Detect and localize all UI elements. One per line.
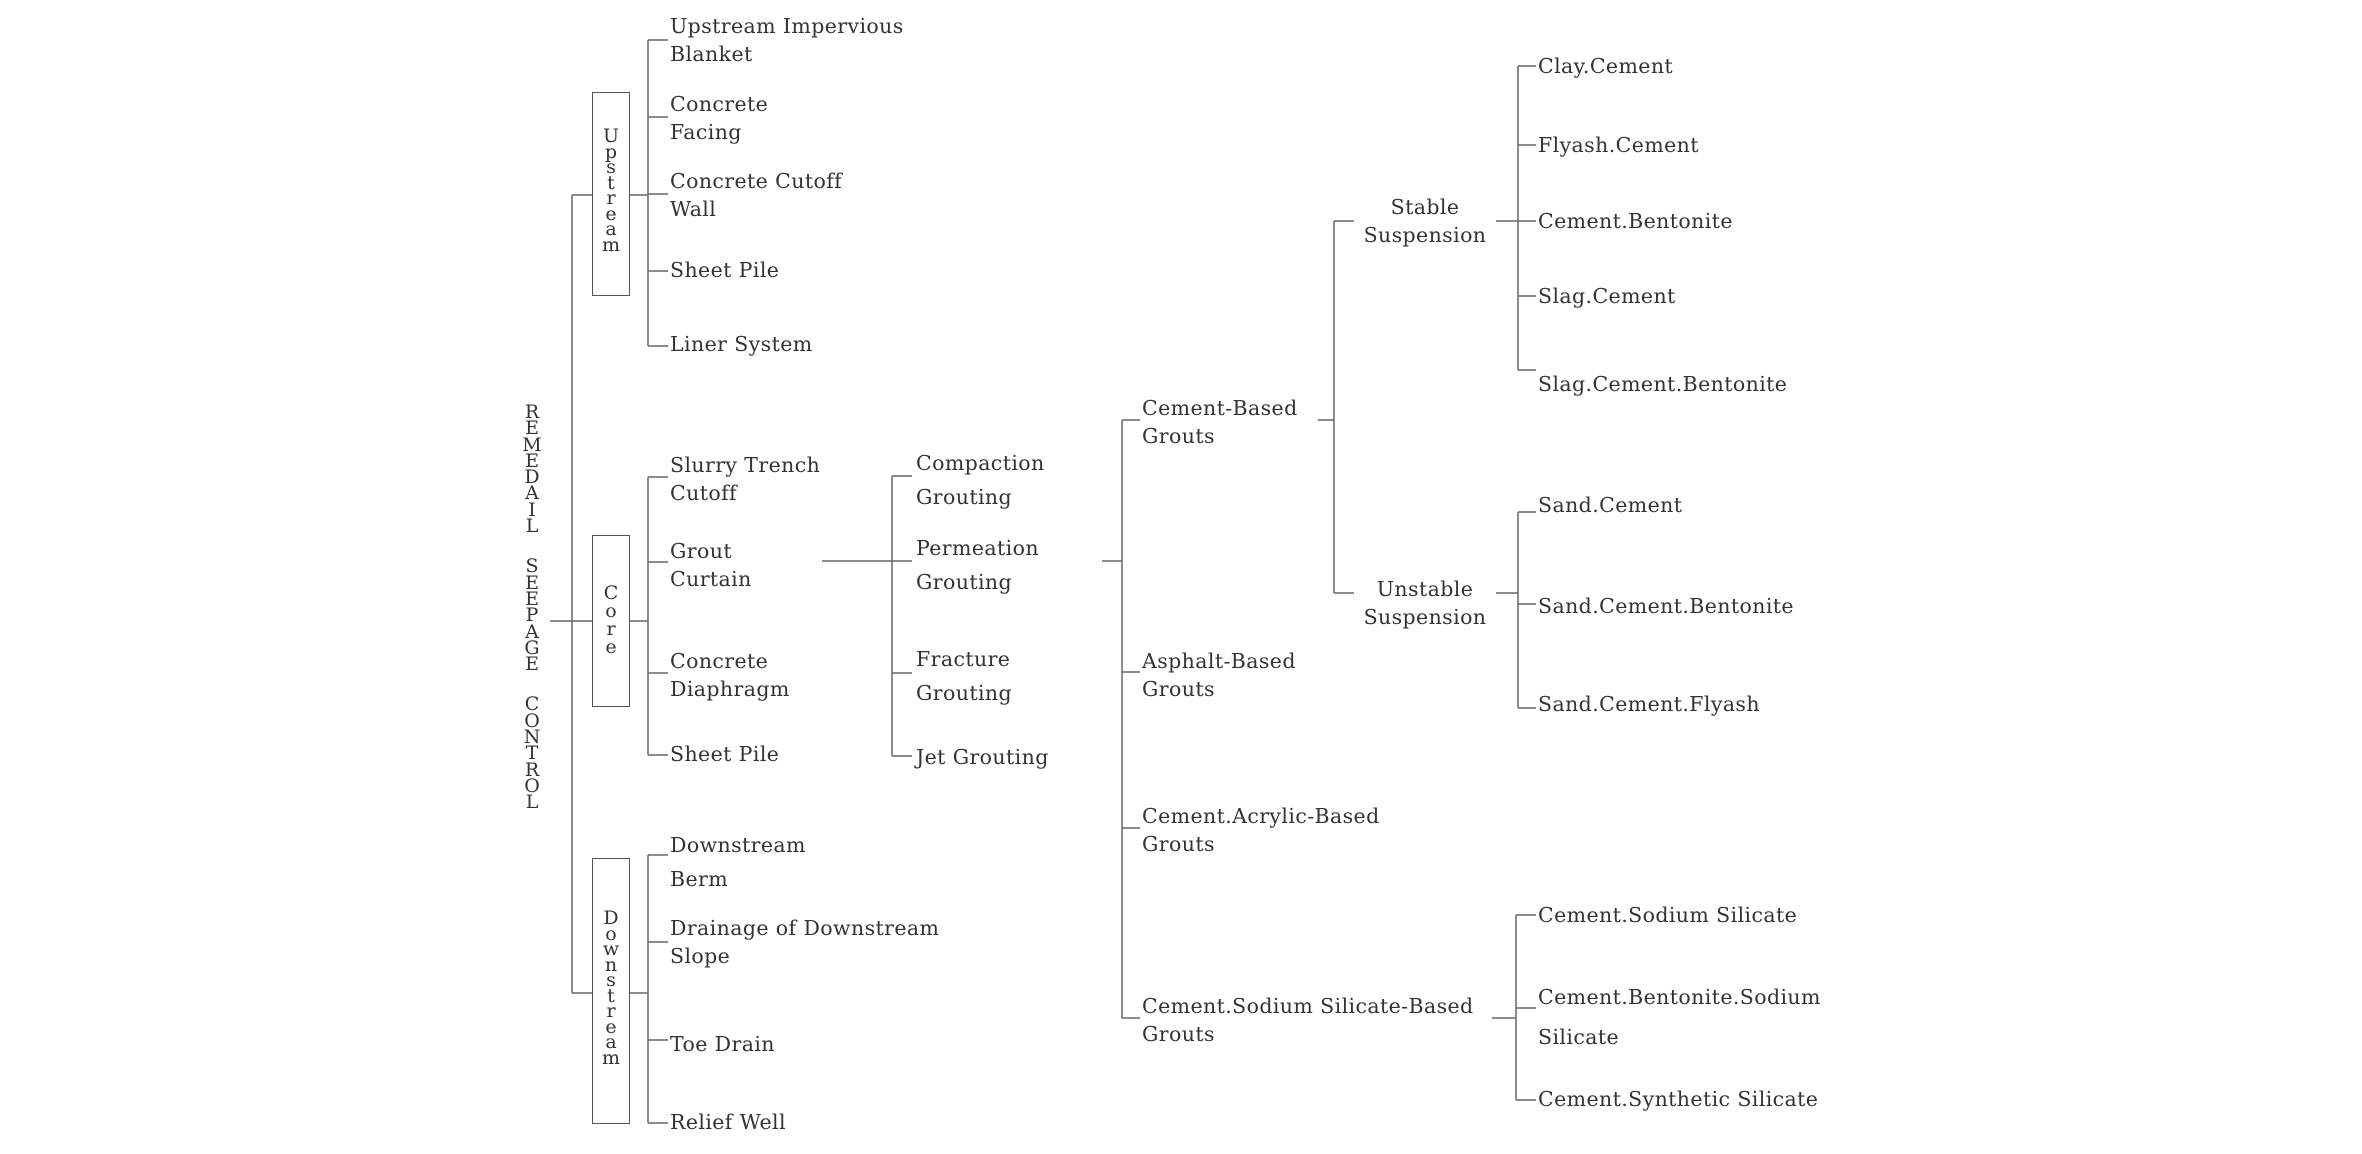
vertical-letter: M xyxy=(522,433,542,456)
vertical-letter: s xyxy=(606,156,616,178)
upstream-item: Upstream Impervious Blanket xyxy=(670,14,904,66)
vertical-letter: w xyxy=(602,938,620,960)
downstream-item: Toe Drain xyxy=(670,1032,775,1056)
vertical-letter: U xyxy=(602,125,619,147)
downstream-item: Drainage of Downstream Slope xyxy=(670,916,940,968)
suspension-type: Stable Suspension xyxy=(1363,195,1487,247)
vertical-letter: e xyxy=(605,202,617,225)
upstream-item: Sheet Pile xyxy=(670,258,780,282)
vertical-letter: L xyxy=(525,515,539,538)
vertical-letter: D xyxy=(603,907,619,929)
vertical-letter: O xyxy=(524,709,540,732)
vertical-letter: s xyxy=(606,969,616,991)
core-item: Concrete Diaphragm xyxy=(670,649,790,701)
vertical-letter: E xyxy=(525,571,539,594)
stable-mix: Cement.Bentonite xyxy=(1538,209,1733,233)
core-item: Sheet Pile xyxy=(670,742,780,766)
downstream-item: Relief Well xyxy=(670,1110,786,1134)
core-item: Grout Curtain xyxy=(670,539,752,591)
silicate-mix: Cement.Synthetic Silicate xyxy=(1538,1087,1819,1111)
vertical-letter: p xyxy=(604,140,618,163)
vertical-letter: r xyxy=(606,1000,616,1022)
silicate-mix: Cement.Bentonite.Sodium Silicate xyxy=(1538,985,1821,1049)
vertical-letter: a xyxy=(605,1031,617,1053)
vertical-letter: t xyxy=(607,171,615,194)
grouting-method: Jet Grouting xyxy=(916,745,1049,769)
core-item: Slurry Trench Cutoff xyxy=(670,453,821,505)
vertical-letter: N xyxy=(523,726,541,749)
vertical-letter: r xyxy=(606,187,616,209)
grout-type: Cement-Based Grouts xyxy=(1142,396,1298,448)
silicate-mix: Cement.Sodium Silicate xyxy=(1538,903,1798,927)
vertical-letter: D xyxy=(524,466,540,489)
unstable-mix: Sand.Cement.Bentonite xyxy=(1538,594,1794,618)
vertical-letter: O xyxy=(524,774,540,797)
vertical-letter: e xyxy=(605,636,617,658)
vertical-letter: A xyxy=(525,620,539,643)
vertical-letter: a xyxy=(605,218,617,240)
vertical-letter: m xyxy=(601,1046,621,1069)
vertical-letter: C xyxy=(524,693,540,716)
downstream-item: Downstream Berm xyxy=(670,833,806,891)
stable-mix: Flyash.Cement xyxy=(1538,133,1699,157)
vertical-letter: T xyxy=(525,742,539,765)
vertical-letter: m xyxy=(601,233,621,256)
vertical-letter: R xyxy=(524,758,540,781)
vertical-letter: o xyxy=(605,600,617,622)
upstream-item: Liner System xyxy=(670,332,813,356)
vertical-letter: L xyxy=(525,791,539,814)
grout-type: Cement.Acrylic-Based Grouts xyxy=(1142,804,1380,856)
vertical-letter: E xyxy=(525,587,539,610)
vertical-letter: n xyxy=(604,953,618,976)
stable-mix: Slag.Cement.Bentonite xyxy=(1538,372,1788,396)
vertical-letter: t xyxy=(607,984,615,1007)
grouting-method: Fracture Grouting xyxy=(916,647,1013,705)
vertical-letter: C xyxy=(603,582,619,604)
vertical-letter: R xyxy=(524,401,540,423)
stable-mix: Clay.Cement xyxy=(1538,54,1674,78)
vertical-letter: r xyxy=(606,618,616,640)
vertical-letter: o xyxy=(605,922,617,945)
vertical-letter: E xyxy=(525,449,539,472)
upstream-item: Concrete Facing xyxy=(670,92,769,144)
vertical-letter: P xyxy=(525,604,539,627)
grouting-method: Permeation Grouting xyxy=(916,536,1039,594)
vertical-letter: e xyxy=(605,1015,617,1038)
grouting-method: Compaction Grouting xyxy=(916,451,1045,509)
upstream-item: Concrete Cutoff Wall xyxy=(670,169,843,221)
vertical-letter: E xyxy=(525,417,539,440)
vertical-letter: I xyxy=(528,498,536,521)
vertical-letter: S xyxy=(525,555,539,578)
grout-type: Cement.Sodium Silicate-Based Grouts xyxy=(1142,994,1474,1046)
vertical-letter: A xyxy=(525,482,539,505)
vertical-letter: G xyxy=(524,636,540,659)
unstable-mix: Sand.Cement xyxy=(1538,493,1683,517)
stable-mix: Slag.Cement xyxy=(1538,284,1676,308)
vertical-letter: E xyxy=(525,653,539,676)
grout-type: Asphalt-Based Grouts xyxy=(1142,649,1296,701)
unstable-mix: Sand.Cement.Flyash xyxy=(1538,692,1760,716)
suspension-type: Unstable Suspension xyxy=(1363,577,1487,629)
